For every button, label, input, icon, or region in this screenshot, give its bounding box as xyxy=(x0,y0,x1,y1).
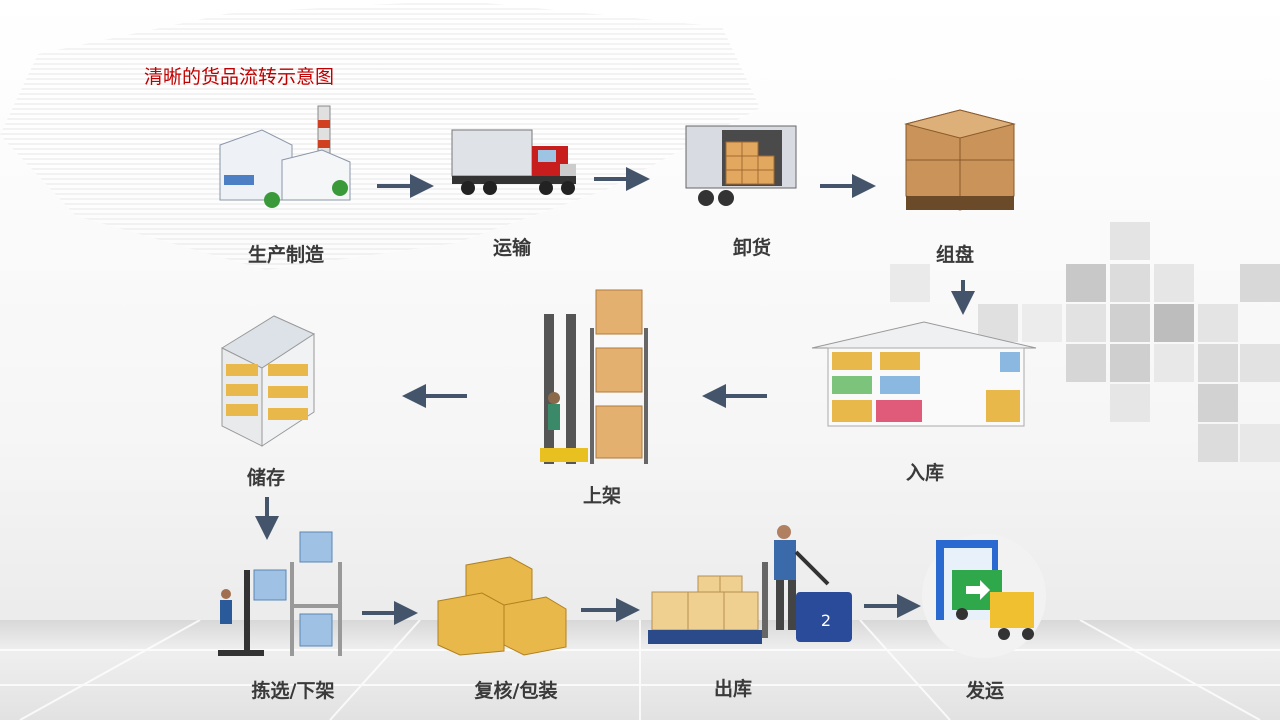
step-label-palletizing: 组盘 xyxy=(935,244,975,266)
factory-icon xyxy=(219,105,351,208)
mosaic-square xyxy=(1154,304,1194,342)
step-label-outbound: 出库 xyxy=(713,678,753,700)
boxes-icon xyxy=(437,556,567,656)
step-label-dispatch: 发运 xyxy=(965,680,1005,702)
pallet-jack-number: 2 xyxy=(821,611,831,630)
dispatch-truck-icon xyxy=(922,534,1046,658)
mosaic-square xyxy=(1154,264,1194,302)
mosaic-square xyxy=(1198,304,1238,342)
mosaic-square xyxy=(1066,304,1106,342)
world-map-background xyxy=(0,0,760,270)
mosaic-square xyxy=(1198,424,1238,462)
step-label-unloading: 卸货 xyxy=(732,237,772,259)
step-label-transport: 运输 xyxy=(492,237,532,259)
floor xyxy=(0,620,1280,720)
mosaic-square xyxy=(1240,344,1280,382)
step-label-inbound: 入库 xyxy=(905,462,945,484)
unloading-truck-icon xyxy=(685,125,797,206)
forklift-rack-icon xyxy=(540,289,648,464)
diagram-title: 清晰的货品流转示意图 xyxy=(144,66,335,88)
step-label-storage: 储存 xyxy=(246,467,286,489)
mosaic-square xyxy=(890,264,930,302)
mosaic-square xyxy=(1110,344,1150,382)
warehouse-icon xyxy=(811,321,1037,427)
mosaic-square xyxy=(1022,304,1062,342)
mosaic-square xyxy=(1110,222,1150,260)
pallet-jack-icon: 2 xyxy=(648,525,852,644)
picking-icon xyxy=(218,531,342,656)
step-label-picking: 拣选/下架 xyxy=(251,680,335,702)
palletized-boxes-icon xyxy=(904,109,1016,211)
mosaic-square xyxy=(1066,264,1106,302)
mosaic-square xyxy=(1198,384,1238,422)
mosaic-square xyxy=(1240,264,1280,302)
truck-icon xyxy=(451,129,576,195)
mosaic-square xyxy=(1110,264,1150,302)
mosaic-square xyxy=(1198,344,1238,382)
storage-rack-icon xyxy=(220,315,316,447)
mosaic-square xyxy=(1154,344,1194,382)
step-label-packing: 复核/包装 xyxy=(474,680,558,702)
step-label-production: 生产制造 xyxy=(247,244,325,266)
mosaic-square xyxy=(1240,424,1280,462)
mosaic-square xyxy=(1066,344,1106,382)
mosaic-square xyxy=(1110,384,1150,422)
step-label-shelving: 上架 xyxy=(582,485,622,507)
mosaic-square xyxy=(1110,304,1150,342)
